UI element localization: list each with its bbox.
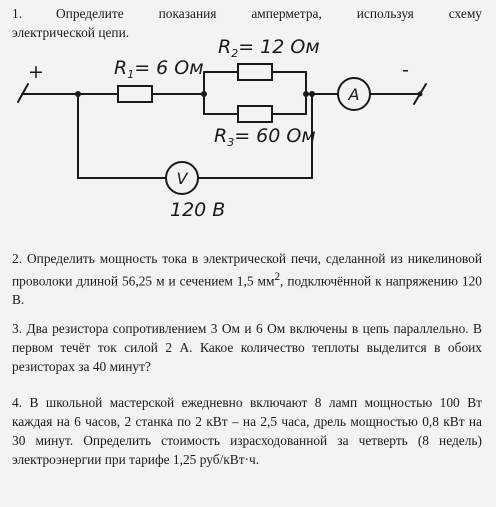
- task-1-number: 1.: [12, 6, 23, 21]
- terminal-minus-label: -: [402, 59, 409, 81]
- resistor-r3: [237, 105, 273, 123]
- task-2-number: 2.: [12, 251, 23, 266]
- resistor-r2: [237, 63, 273, 81]
- task-2: 2. Определить мощность тока в электричес…: [12, 249, 482, 309]
- resistor-r1: [117, 85, 153, 103]
- task-2-text-end: , подключённой к напряжению 120 В.: [12, 273, 483, 308]
- junction-parallel-left: [201, 91, 207, 97]
- voltmeter: [165, 161, 199, 195]
- wire-voltmeter-left: [77, 93, 167, 179]
- circuit-diagram: + - R1= 6 Ом R2= 12 Ом R3= 60 Ом A V 120…: [17, 36, 427, 221]
- terminal-plus-tick: [17, 83, 29, 103]
- r3-label: R3= 60 Ом: [214, 125, 316, 149]
- task-2-text: Определить мощность тока в электрической…: [12, 251, 482, 289]
- task-1-line-2: электрической цепи.: [12, 25, 130, 40]
- r2-label: R2= 12 Ом: [218, 36, 320, 60]
- ammeter: [337, 77, 371, 111]
- wire-voltmeter-right: [197, 93, 313, 179]
- task-3: 3. Два резистора сопротивлением 3 Ом и 6…: [12, 319, 482, 376]
- r1-label: R1= 6 Ом: [114, 57, 204, 81]
- task-4: 4. В школьной мастерской ежедневно включ…: [12, 393, 482, 469]
- junction-left: [75, 91, 81, 97]
- voltage-label: 120 В: [170, 199, 225, 221]
- task-4-text: В школьной мастерской ежедневно включают…: [12, 395, 482, 467]
- terminal-plus-label: +: [28, 61, 44, 83]
- terminal-right-dot: [417, 91, 423, 97]
- voltmeter-symbol: V: [177, 169, 189, 188]
- ammeter-symbol: A: [348, 85, 360, 104]
- task-3-text: Два резистора сопротивлением 3 Ом и 6 Ом…: [12, 321, 482, 374]
- task-1-line-1: Определите показания амперметра, использ…: [56, 6, 482, 21]
- junction-right: [309, 91, 315, 97]
- task-4-number: 4.: [12, 395, 23, 410]
- task-1: 1. Определите показания амперметра, испол…: [12, 4, 482, 42]
- task-3-number: 3.: [12, 321, 23, 336]
- task-2-superscript: 2: [274, 271, 281, 283]
- junction-parallel-right: [303, 91, 309, 97]
